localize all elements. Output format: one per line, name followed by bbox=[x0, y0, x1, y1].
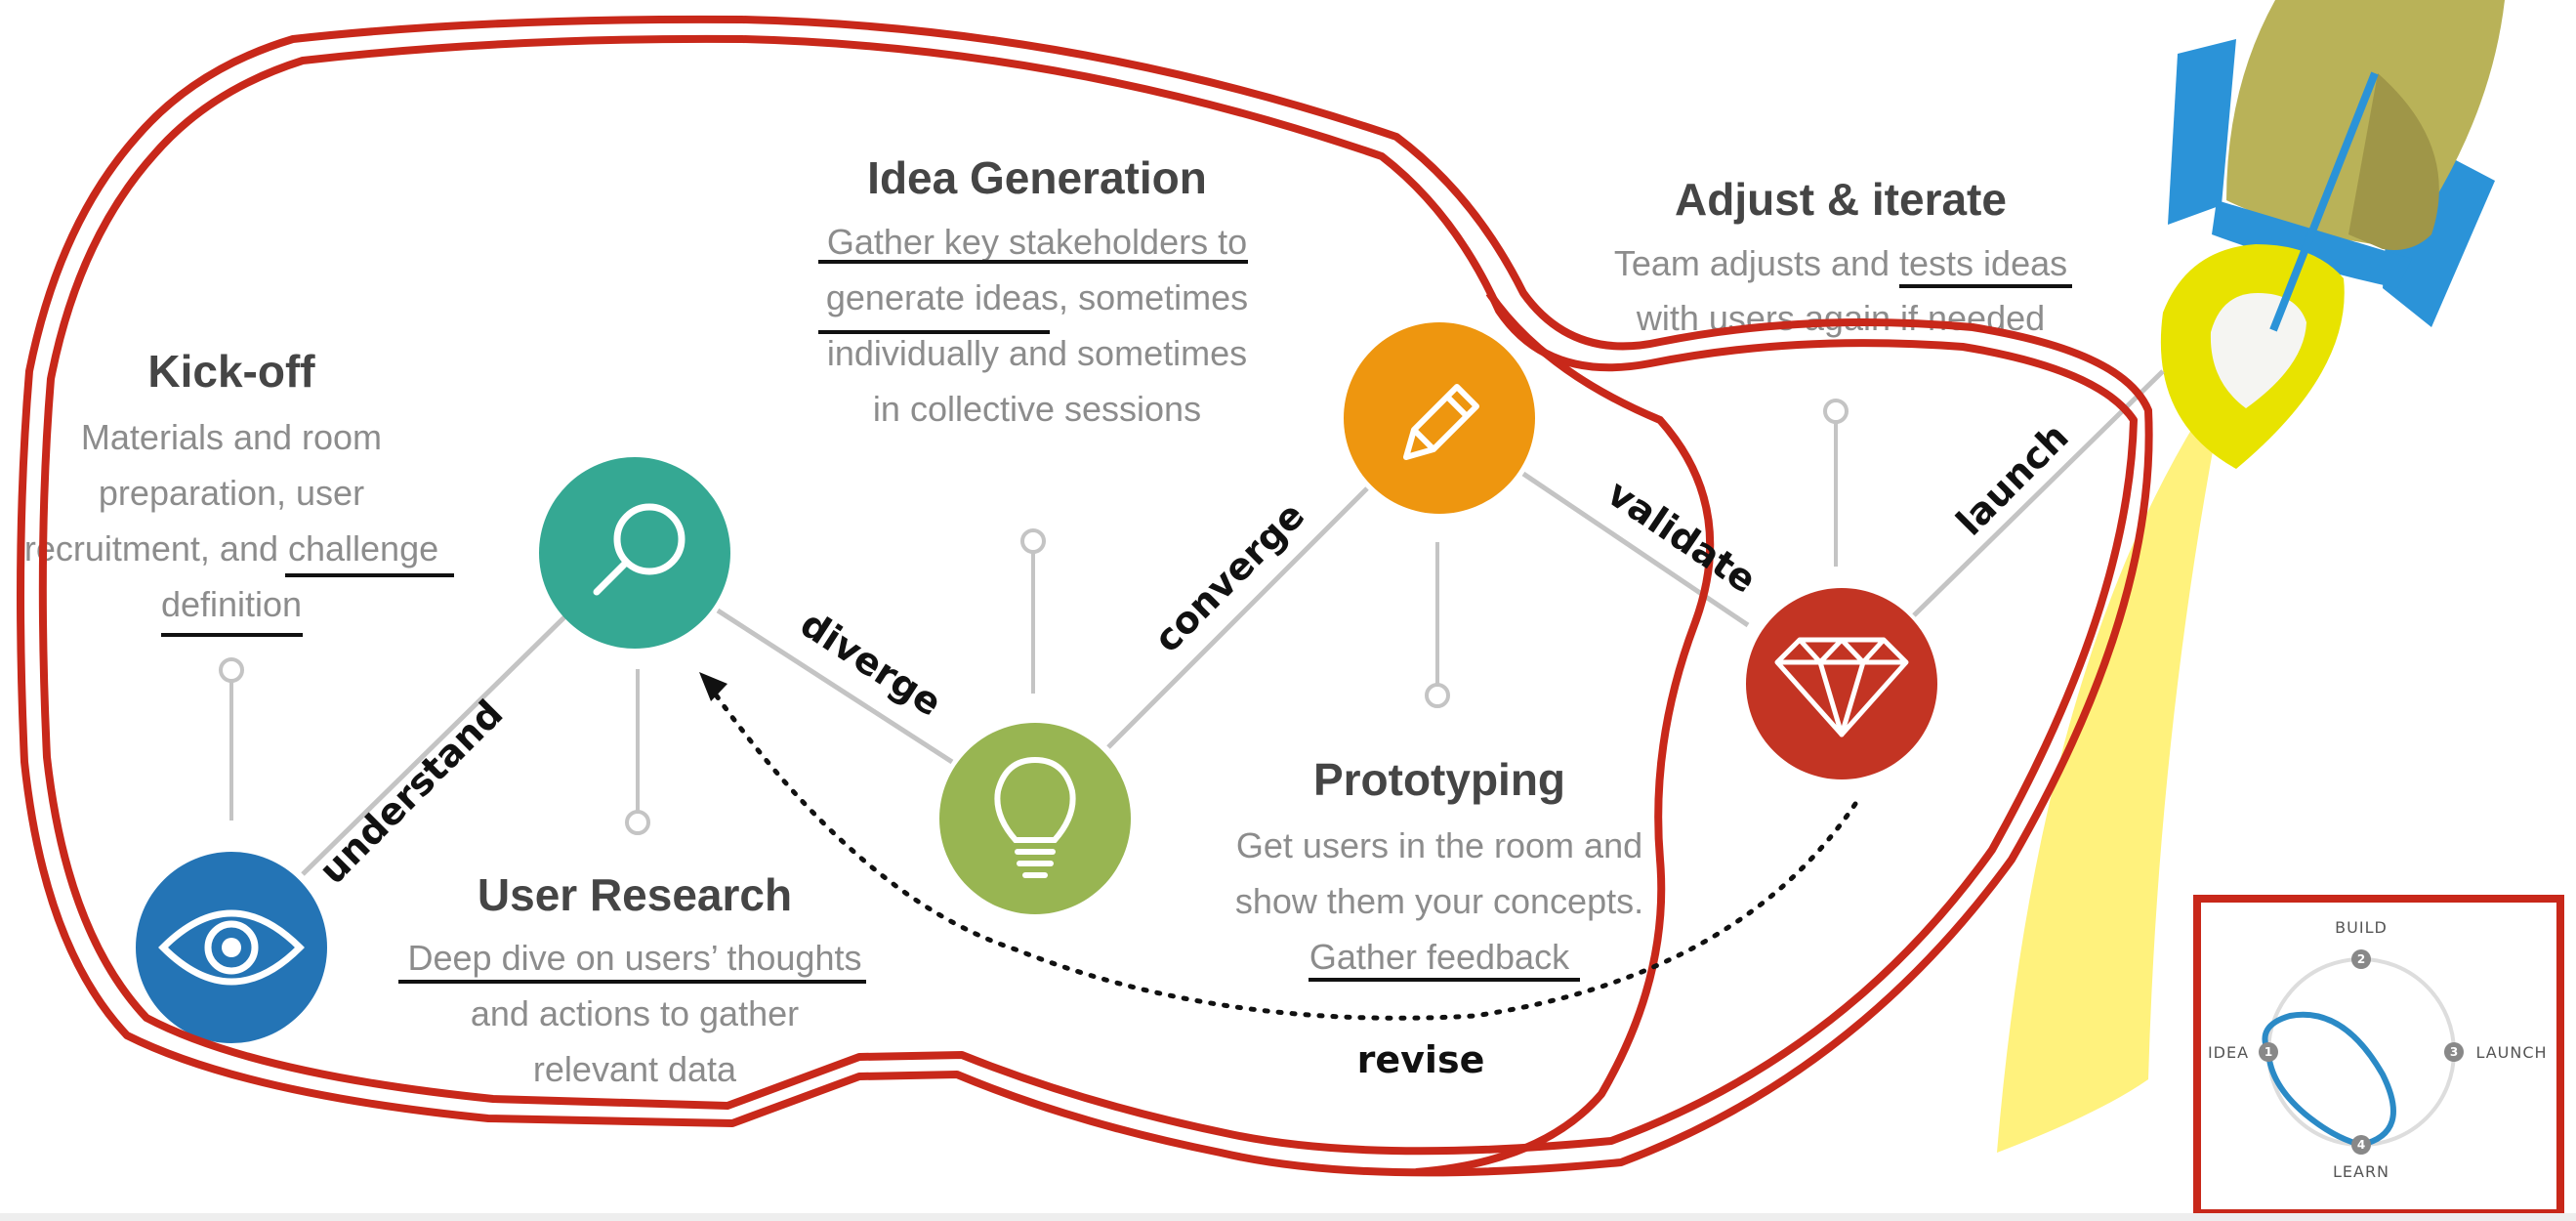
ideation-title: Idea Generation bbox=[867, 152, 1207, 203]
research-desc-line-2: and actions to gather bbox=[471, 993, 799, 1033]
iterate-desc-line-1: Team adjusts and tests ideas bbox=[1614, 243, 2067, 283]
launch-label: launch bbox=[1948, 415, 2077, 544]
ideation-desc-line-3: individually and sometimes bbox=[827, 333, 1247, 373]
rocket-fin-left bbox=[2168, 39, 2236, 225]
loop-idea-label: IDEA bbox=[2208, 1043, 2249, 1062]
loop-node-3-label: 3 bbox=[2450, 1045, 2458, 1059]
loop-node-4 bbox=[2351, 1135, 2371, 1155]
loop-launch-label: LAUNCH bbox=[2475, 1043, 2547, 1062]
bottom-edge-bar bbox=[0, 1213, 2576, 1221]
diverge-label: diverge bbox=[793, 602, 949, 724]
inset-frame bbox=[2193, 895, 2564, 1217]
red-outline-inner bbox=[38, 34, 2138, 1156]
kickoff-title: Kick-off bbox=[147, 346, 315, 397]
prototyping-circle bbox=[1344, 322, 1535, 514]
loop-node-1-label: 1 bbox=[2264, 1045, 2272, 1059]
loop-learn-label: LEARN bbox=[2333, 1162, 2389, 1181]
prototyping-desc-line-1: Get users in the room and bbox=[1236, 825, 1642, 865]
research-title: User Research bbox=[478, 869, 792, 920]
pin-head-prototyping bbox=[1425, 683, 1450, 708]
kickoff-desc-line-2: preparation, user bbox=[99, 473, 364, 513]
revise-arrowhead bbox=[699, 672, 727, 701]
revise-arrow-path bbox=[705, 681, 1858, 1021]
kickoff-text: Kick-off Materials and room preparation,… bbox=[24, 346, 454, 637]
rocket-base bbox=[2212, 200, 2412, 288]
iterate-text: Adjust & iterate Team adjusts and tests … bbox=[1614, 174, 2072, 338]
kickoff-desc-line-4: definition bbox=[161, 584, 302, 624]
loop-node-4-label: 4 bbox=[2357, 1138, 2365, 1152]
rocket-body-shadow bbox=[2348, 73, 2439, 250]
research-desc-line-3: relevant data bbox=[533, 1049, 737, 1089]
ideation-desc-line-4: in collective sessions bbox=[873, 389, 1201, 429]
kickoff-desc-line-3: recruitment, and challenge bbox=[24, 528, 438, 568]
iterate-circle bbox=[1746, 588, 1937, 779]
prototyping-desc-line-2: show them your concepts. bbox=[1235, 881, 1643, 921]
red-outline-annotation bbox=[17, 15, 2153, 1177]
connector-kickoff-research bbox=[301, 609, 573, 876]
iterate-title: Adjust & iterate bbox=[1675, 174, 2007, 225]
stage-connectors bbox=[301, 369, 2165, 876]
rocket-flame bbox=[1997, 420, 2217, 1153]
loop-node-3 bbox=[2444, 1042, 2464, 1062]
rocket-nozzle-inner bbox=[2210, 293, 2306, 408]
connector-iterate-launch bbox=[1912, 369, 2165, 617]
prototyping-desc-line-3: Gather feedback bbox=[1309, 937, 1570, 977]
connector-prototyping-iterate bbox=[1521, 471, 1750, 628]
pin-stems bbox=[219, 399, 1849, 835]
ideation-text: Idea Generation Gather key stakeholders … bbox=[818, 152, 1248, 429]
red-outline-inner-lobe bbox=[1415, 290, 1715, 1176]
rocket-stripe bbox=[2269, 71, 2379, 332]
kickoff-desc-line-1: Materials and room bbox=[81, 417, 382, 457]
ideation-circle bbox=[939, 723, 1131, 914]
loop-node-1 bbox=[2259, 1042, 2278, 1062]
prototyping-text: Prototyping Get users in the room and sh… bbox=[1235, 754, 1643, 982]
research-text: User Research Deep dive on users’ though… bbox=[398, 869, 866, 1089]
loop-learning-arc bbox=[2262, 1011, 2396, 1149]
ideation-desc-line-2: generate ideas, sometimes bbox=[826, 277, 1248, 317]
eye-icon bbox=[158, 909, 305, 986]
magnifier-icon bbox=[593, 503, 686, 596]
revise-label: revise bbox=[1357, 1038, 1485, 1081]
stage-iterate-node bbox=[1746, 588, 1937, 779]
understand-label: understand bbox=[311, 692, 511, 892]
stage-kickoff-node bbox=[136, 852, 327, 1043]
prototyping-title: Prototyping bbox=[1313, 754, 1565, 805]
diamond-icon bbox=[1774, 637, 1909, 737]
pin-head-research bbox=[625, 810, 650, 835]
pin-head-ideation bbox=[1020, 528, 1046, 554]
connector-ideation-prototyping bbox=[1106, 486, 1369, 749]
stage-research-node bbox=[539, 457, 730, 649]
converge-label: converge bbox=[1145, 493, 1312, 660]
pencil-icon bbox=[1403, 384, 1479, 460]
loop-node-2-label: 2 bbox=[2357, 952, 2365, 966]
rocket-illustration bbox=[1997, 0, 2505, 1153]
ideation-desc-line-1: Gather key stakeholders to bbox=[827, 222, 1247, 262]
lightbulb-icon bbox=[994, 756, 1076, 878]
stage-prototyping-node bbox=[1344, 322, 1535, 514]
connector-research-ideation bbox=[716, 608, 954, 765]
stage-ideation-node bbox=[939, 723, 1131, 914]
red-outline-outer bbox=[17, 15, 2153, 1177]
research-desc-line-1: Deep dive on users’ thoughts bbox=[408, 938, 862, 978]
loop-build-label: BUILD bbox=[2335, 918, 2388, 937]
revise-arrow bbox=[699, 672, 1858, 1021]
pin-head-iterate bbox=[1823, 399, 1849, 424]
loop-node-2 bbox=[2351, 949, 2371, 969]
research-circle bbox=[539, 457, 730, 649]
build-learn-loop-inset: 2 1 3 4 BUILD IDEA LAUNCH LEARN bbox=[2193, 895, 2564, 1217]
pin-head-kickoff bbox=[219, 657, 244, 683]
